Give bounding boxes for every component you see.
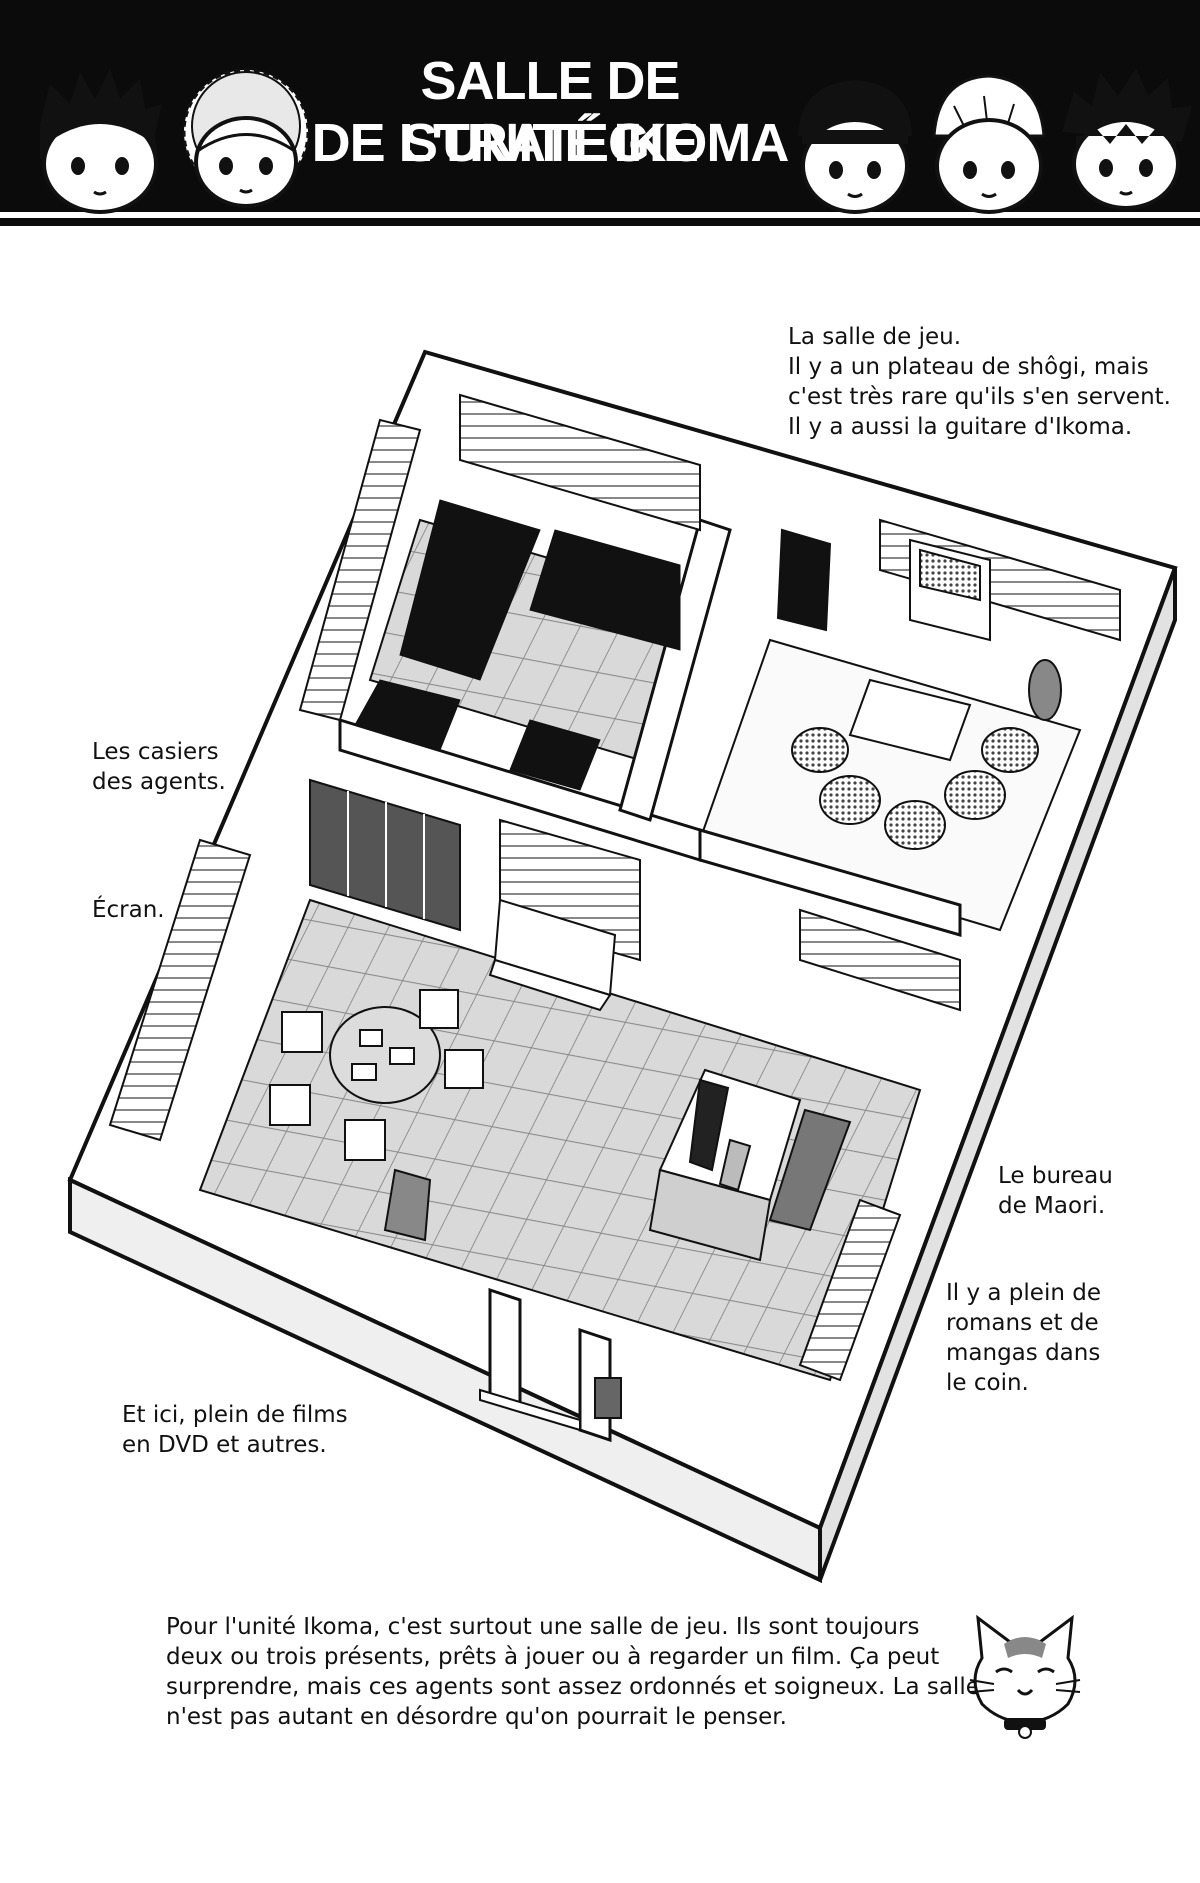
caption-dvds: Et ici, plein de films en DVD et autres.	[122, 1400, 348, 1460]
caption-books-line: romans et de	[946, 1310, 1099, 1336]
footer-line: surprendre, mais ces agents sont assez o…	[166, 1674, 980, 1700]
page-title-line-2: DE L'UNITÉ IKOMA	[311, 113, 790, 173]
caption-game-room-line: Il y a un plateau de shôgi, mais	[788, 354, 1149, 380]
caption-screen-line: Écran.	[92, 897, 165, 923]
caption-books: Il y a plein de romans et de mangas dans…	[946, 1278, 1101, 1398]
maori-desk	[648, 1068, 852, 1262]
interior-walls	[338, 518, 962, 1443]
caption-game-room-line: La salle de jeu.	[788, 324, 962, 350]
black-tables	[354, 499, 681, 791]
page-title-line-1: SALLE DE STRATÉGIE	[401, 51, 699, 173]
caption-desk-line: de Maori.	[998, 1193, 1106, 1219]
character-face-1	[40, 69, 162, 214]
game-room-furniture	[776, 528, 1062, 850]
entrance	[479, 1377, 622, 1432]
character-face-5	[1062, 68, 1192, 210]
character-face-3	[798, 80, 912, 214]
caption-desk-line: Le bureau	[998, 1163, 1113, 1189]
caption-dvds-line: Et ici, plein de films	[122, 1402, 348, 1428]
caption-desk: Le bureau de Maori.	[998, 1161, 1113, 1221]
caption-lockers-line: Les casiers	[92, 739, 219, 765]
lockers	[309, 778, 461, 932]
sofa	[488, 898, 617, 1012]
caption-lockers: Les casiers des agents.	[92, 737, 226, 797]
round-table-area	[269, 989, 484, 1242]
caption-books-line: le coin.	[946, 1370, 1029, 1396]
caption-game-room-line: Il y a aussi la guitare d'Ikoma.	[788, 414, 1133, 440]
caption-lockers-line: des agents.	[92, 769, 226, 795]
footer-line: Pour l'unité Ikoma, c'est surtout une sa…	[166, 1614, 920, 1640]
caption-books-line: mangas dans	[946, 1340, 1101, 1366]
character-face-2	[182, 68, 310, 208]
caption-dvds-line: en DVD et autres.	[122, 1432, 327, 1458]
character-face-4	[932, 74, 1046, 214]
header-divider	[0, 212, 1200, 218]
footer-line: deux ou trois présents, prêts à jouer ou…	[166, 1644, 940, 1670]
header-divider-lower	[0, 218, 1200, 226]
caption-screen: Écran.	[92, 895, 165, 925]
bookshelves	[108, 393, 1121, 1382]
cat-mascot-icon	[969, 1614, 1081, 1739]
footer-paragraph: Pour l'unité Ikoma, c'est surtout une sa…	[166, 1612, 980, 1732]
caption-books-line: Il y a plein de	[946, 1280, 1101, 1306]
caption-game-room: La salle de jeu. Il y a un plateau de sh…	[788, 322, 1171, 442]
caption-game-room-line: c'est très rare qu'ils s'en servent.	[788, 384, 1171, 410]
footer-line: n'est pas autant en désordre qu'on pourr…	[166, 1704, 787, 1730]
